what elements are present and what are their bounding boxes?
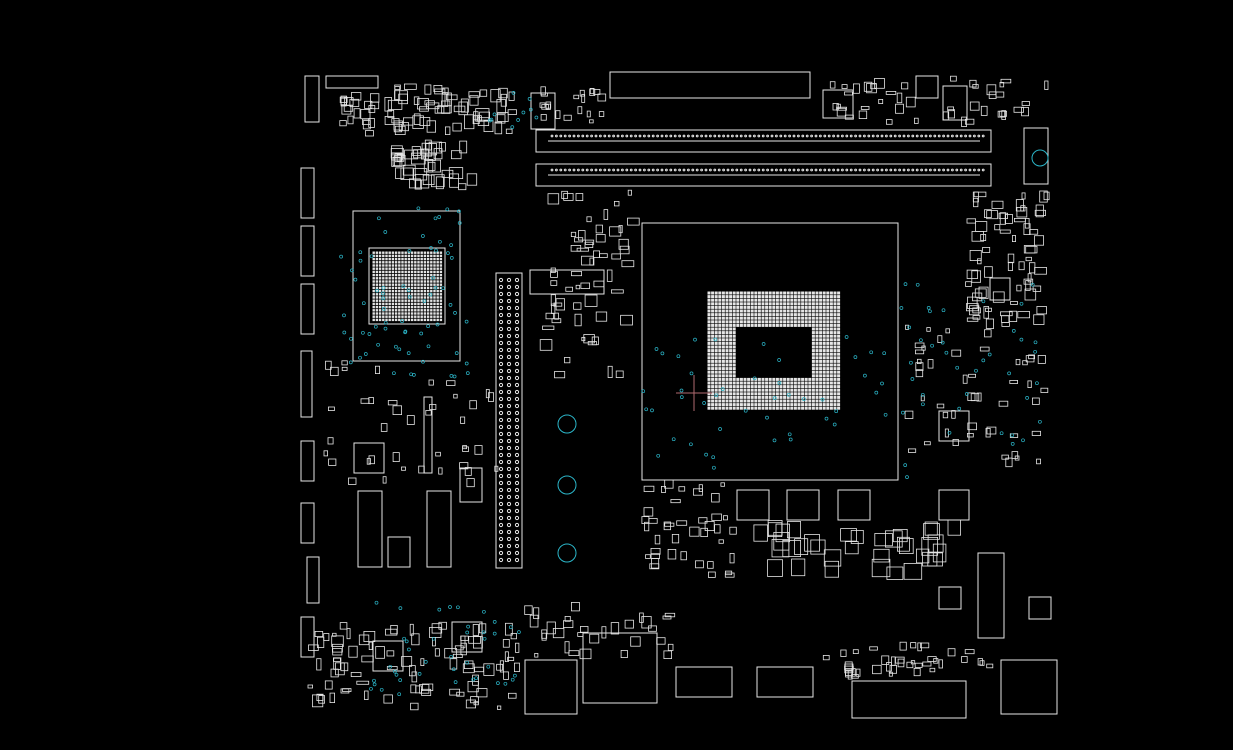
mounting-hole xyxy=(557,543,577,563)
dimm-slot-a[interactable] xyxy=(535,129,992,153)
pcie-slot[interactable] xyxy=(495,272,523,569)
crosshair-cursor xyxy=(676,375,712,411)
audio-port[interactable] xyxy=(1000,659,1058,715)
usb-port[interactable] xyxy=(524,659,578,715)
cpu-socket[interactable] xyxy=(641,222,899,481)
mounting-hole xyxy=(557,414,577,434)
chipset[interactable] xyxy=(368,247,446,325)
atx-power-connector[interactable] xyxy=(609,71,811,99)
lan-port[interactable] xyxy=(582,632,658,704)
mounting-hole xyxy=(557,475,577,495)
dvi-port[interactable] xyxy=(756,666,814,698)
vga-port[interactable] xyxy=(675,666,733,698)
chipset-outline xyxy=(352,210,461,362)
dimm-slot-b[interactable] xyxy=(535,163,992,187)
hdmi-port[interactable] xyxy=(851,680,967,719)
mounting-hole xyxy=(1031,149,1049,167)
